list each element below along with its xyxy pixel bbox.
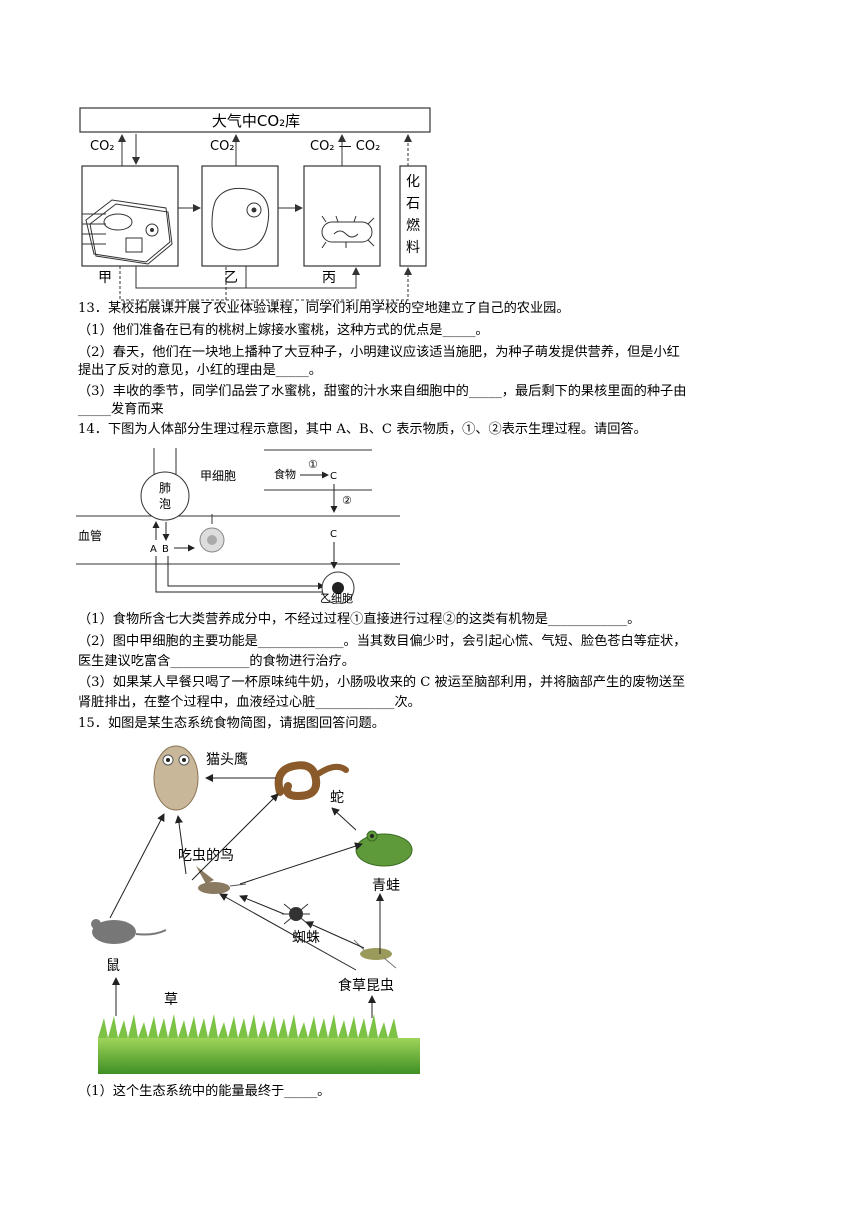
q14-part1: （1）食物所含七大类营养成分中，不经过过程①直接进行过程②的这类有机物是____… <box>78 612 641 627</box>
co2-label-yi: CO₂ <box>210 139 235 154</box>
spider-label: 蜘蛛 <box>292 930 320 946</box>
label-jia: 甲 <box>98 270 112 286</box>
fossil-fuel-char-1: 化 <box>406 174 420 190</box>
owl-icon <box>153 745 199 811</box>
bird-label: 吃虫的鸟 <box>178 848 234 864</box>
step2-label: ② <box>342 494 352 507</box>
grasshopper-icon <box>353 939 397 969</box>
co2-pool-title: 大气中CO₂库 <box>212 112 300 130</box>
bacterium-icon <box>321 215 375 249</box>
fossil-fuel-char-2: 石 <box>406 196 420 212</box>
q13-part3-line1: （3）丰收的季节，同学们品尝了水蜜桃，甜蜜的汁水来自细胞中的_____，最后剩下… <box>78 384 687 399</box>
q13-part2-line1: （2）春天，他们在一块地上播种了大豆种子，小明建议应该适当施肥，为种子萌发提供营… <box>78 345 680 360</box>
animal-cell-icon <box>211 187 270 251</box>
food-label: 食物 <box>274 467 296 481</box>
q14-part2-line1: （2）图中甲细胞的主要功能是_____________。当其数目偏少时，会引起心… <box>78 634 687 649</box>
owl-label: 猫头鹰 <box>206 752 248 768</box>
food-web-figure: 猫头鹰 蛇 青蛙 吃虫的鸟 蜘蛛 <box>91 745 420 1074</box>
grass-label: 草 <box>164 992 178 1008</box>
vessel-label: 血管 <box>78 528 102 543</box>
q14-part3-line2: 肾脏排出，在整个过程中，血液经过心脏____________次。 <box>78 695 421 710</box>
fossil-fuel-box <box>399 165 427 267</box>
spider-icon <box>282 903 310 925</box>
snake-icon <box>274 761 349 801</box>
frog-icon <box>355 830 413 867</box>
q13-part1: （1）他们准备在已有的桃树上嫁接水蜜桃，这种方式的优点是_____。 <box>78 323 489 338</box>
q13-part2-line2: 提出了反对的意见，小红的理由是_____。 <box>78 363 322 378</box>
fossil-fuel-char-4: 料 <box>406 240 420 256</box>
mouse-label: 鼠 <box>106 958 120 974</box>
q14-intro: 14．下图为人体部分生理过程示意图，其中 A、B、C 表示物质，①、②表示生理过… <box>78 422 647 437</box>
label-bing: 丙 <box>322 270 336 286</box>
fossil-fuel-char-3: 燃 <box>406 217 420 234</box>
grass-icon <box>98 1014 420 1074</box>
q13-intro: 13．某校拓展课开展了农业体验课程，同学们利用学校的空地建立了自己的农业园。 <box>78 301 570 316</box>
alveolus-icon <box>140 471 190 521</box>
carbon-cycle-figure: 大气中CO₂库 CO₂ CO₂ CO₂ — CO₂ <box>79 107 431 301</box>
label-a: A <box>150 544 157 555</box>
alveolus-label-2: 泡 <box>159 497 171 511</box>
co2-label-jia: CO₂ <box>90 139 115 154</box>
physiology-figure: 肺 泡 甲细胞 血管 A B 食物 ① C ② C 乙细胞 <box>76 448 400 604</box>
label-b: B <box>162 544 169 555</box>
cell-jia-label: 甲细胞 <box>200 469 236 483</box>
mouse-icon <box>91 919 167 944</box>
snake-label: 蛇 <box>330 790 344 806</box>
alveolus-label-1: 肺 <box>159 481 171 495</box>
q15-intro: 15．如图是某生态系统食物简图，请据图回答问题。 <box>78 716 385 731</box>
label-c-mid: C <box>330 529 337 540</box>
q14-part2-line2: 医生建议吃富含____________的食物进行治疗。 <box>78 654 355 669</box>
organism-box-bing <box>303 165 381 267</box>
insect-label: 食草昆虫 <box>338 977 394 994</box>
step1-label: ① <box>308 458 318 471</box>
cell-yi-label: 乙细胞 <box>320 592 353 604</box>
q15-part1: （1）这个生态系统中的能量最终于_____。 <box>78 1084 331 1099</box>
plant-cell-icon <box>82 199 173 265</box>
co2-pool-box <box>79 107 431 133</box>
label-c-top: C <box>330 471 337 482</box>
label-yi: 乙 <box>224 270 238 286</box>
frog-label: 青蛙 <box>372 878 400 894</box>
q14-part3-line1: （3）如果某人早餐只喝了一杯原味纯牛奶，小肠吸收来的 C 被运至脑部利用，并将脑… <box>78 675 686 690</box>
bird-icon <box>196 866 247 894</box>
co2-label-bing: CO₂ — CO₂ <box>310 139 380 154</box>
q13-part3-line2: _____发育而来 <box>78 402 164 417</box>
